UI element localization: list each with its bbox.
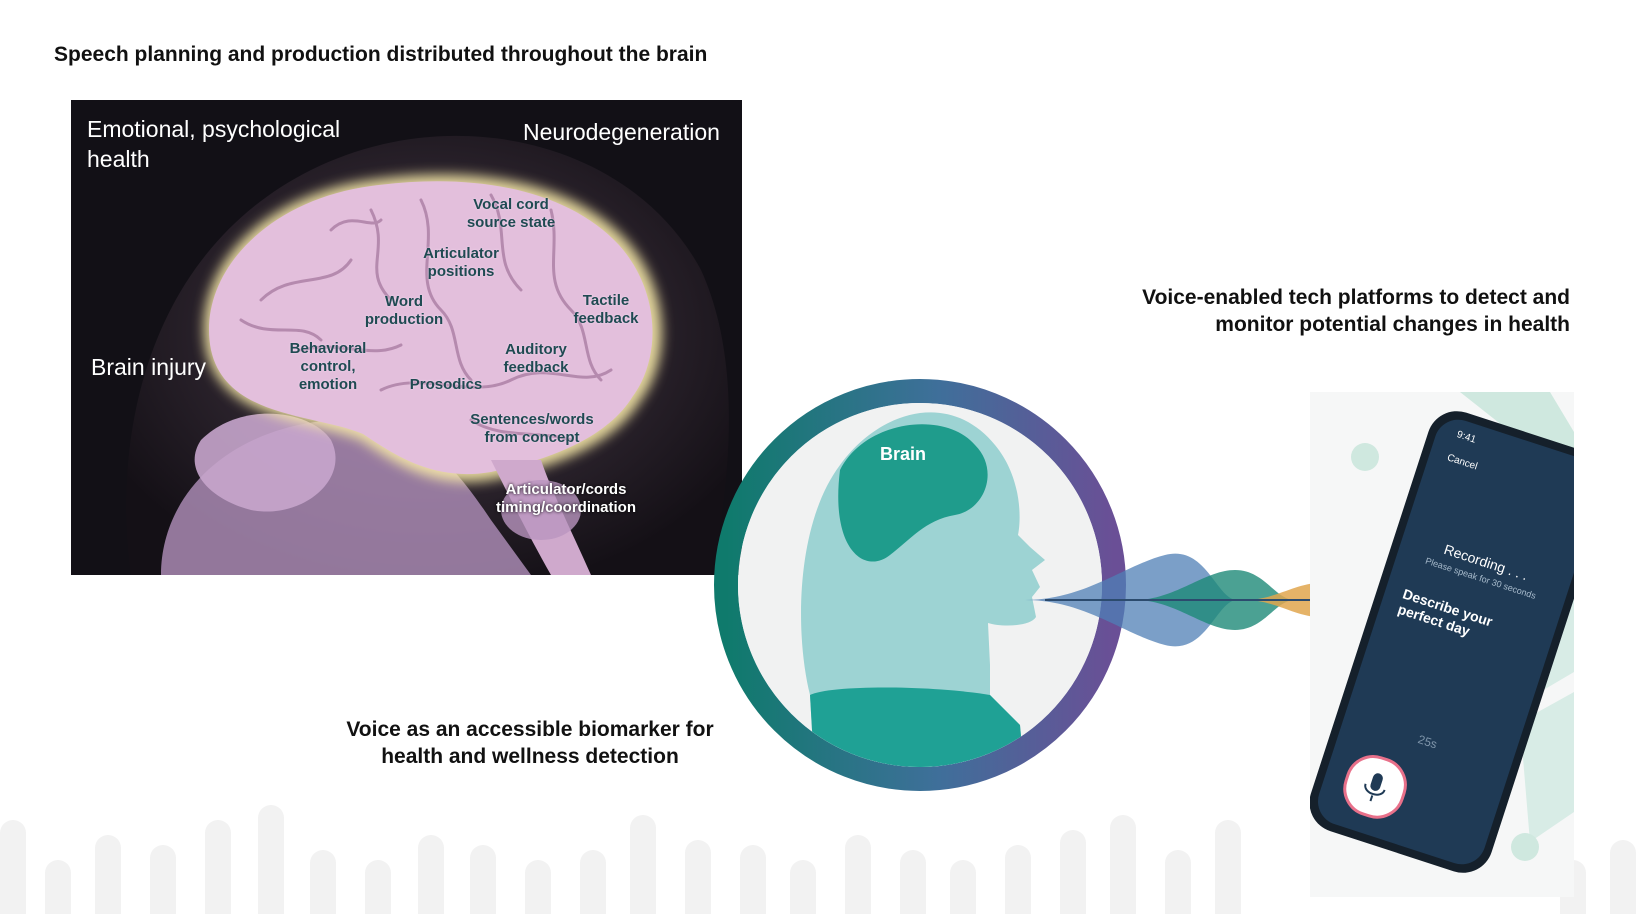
region-vocal-cord: Vocal cord source state <box>466 196 556 231</box>
microphone-icon <box>1364 773 1386 802</box>
cerebellum <box>194 413 336 512</box>
brain <box>208 181 653 475</box>
brain-illustration-panel: Emotional, psychological health Neurodeg… <box>71 100 742 575</box>
region-tactile-feedback: Tactile feedback <box>573 292 639 327</box>
prompt-text: Describe your perfect day <box>1395 585 1495 640</box>
region-auditory-feedback: Auditory feedback <box>503 341 569 376</box>
phone-mockup-area: 9:41 Cancel Recording . . . Please speak… <box>1310 392 1574 897</box>
page-title: Speech planning and production distribut… <box>54 43 708 66</box>
label-neurodegeneration: Neurodegeneration <box>523 119 720 145</box>
platforms-caption: Voice-enabled tech platforms to detect a… <box>1142 286 1570 336</box>
label-emotional-health: Emotional, psychological health <box>87 116 341 172</box>
label-brain-injury: Brain injury <box>91 354 207 380</box>
phone-frame: 9:41 Cancel Recording . . . Please speak… <box>1310 403 1574 881</box>
cancel-button[interactable]: Cancel <box>1445 452 1479 473</box>
phone-screen: 9:41 Cancel Recording . . . Please speak… <box>1311 413 1574 871</box>
brain-folds <box>239 193 613 442</box>
brain-shape-icon <box>838 424 988 562</box>
phone-status-time: 9:41 <box>1455 429 1478 446</box>
biomarker-caption: Voice as an accessible biomarker for hea… <box>346 718 714 768</box>
brain-illustration <box>71 100 742 575</box>
region-prosodics: Prosodics <box>409 376 483 393</box>
head-brain-label: Brain <box>880 444 927 464</box>
head-circle-diagram <box>714 379 1126 791</box>
region-sentences-from-concept: Sentences/words from concept <box>470 411 594 446</box>
region-timing-coordination: Articulator/cords timing/coordination <box>496 481 636 516</box>
region-word-production: Word production <box>364 293 444 328</box>
region-articulator-positions: Articulator positions <box>423 245 499 280</box>
cerebellum-lower <box>501 480 581 540</box>
shoulders <box>810 687 1030 767</box>
region-behavioral-control: Behavioral control, emotion <box>289 340 367 393</box>
record-button[interactable] <box>1336 747 1415 826</box>
